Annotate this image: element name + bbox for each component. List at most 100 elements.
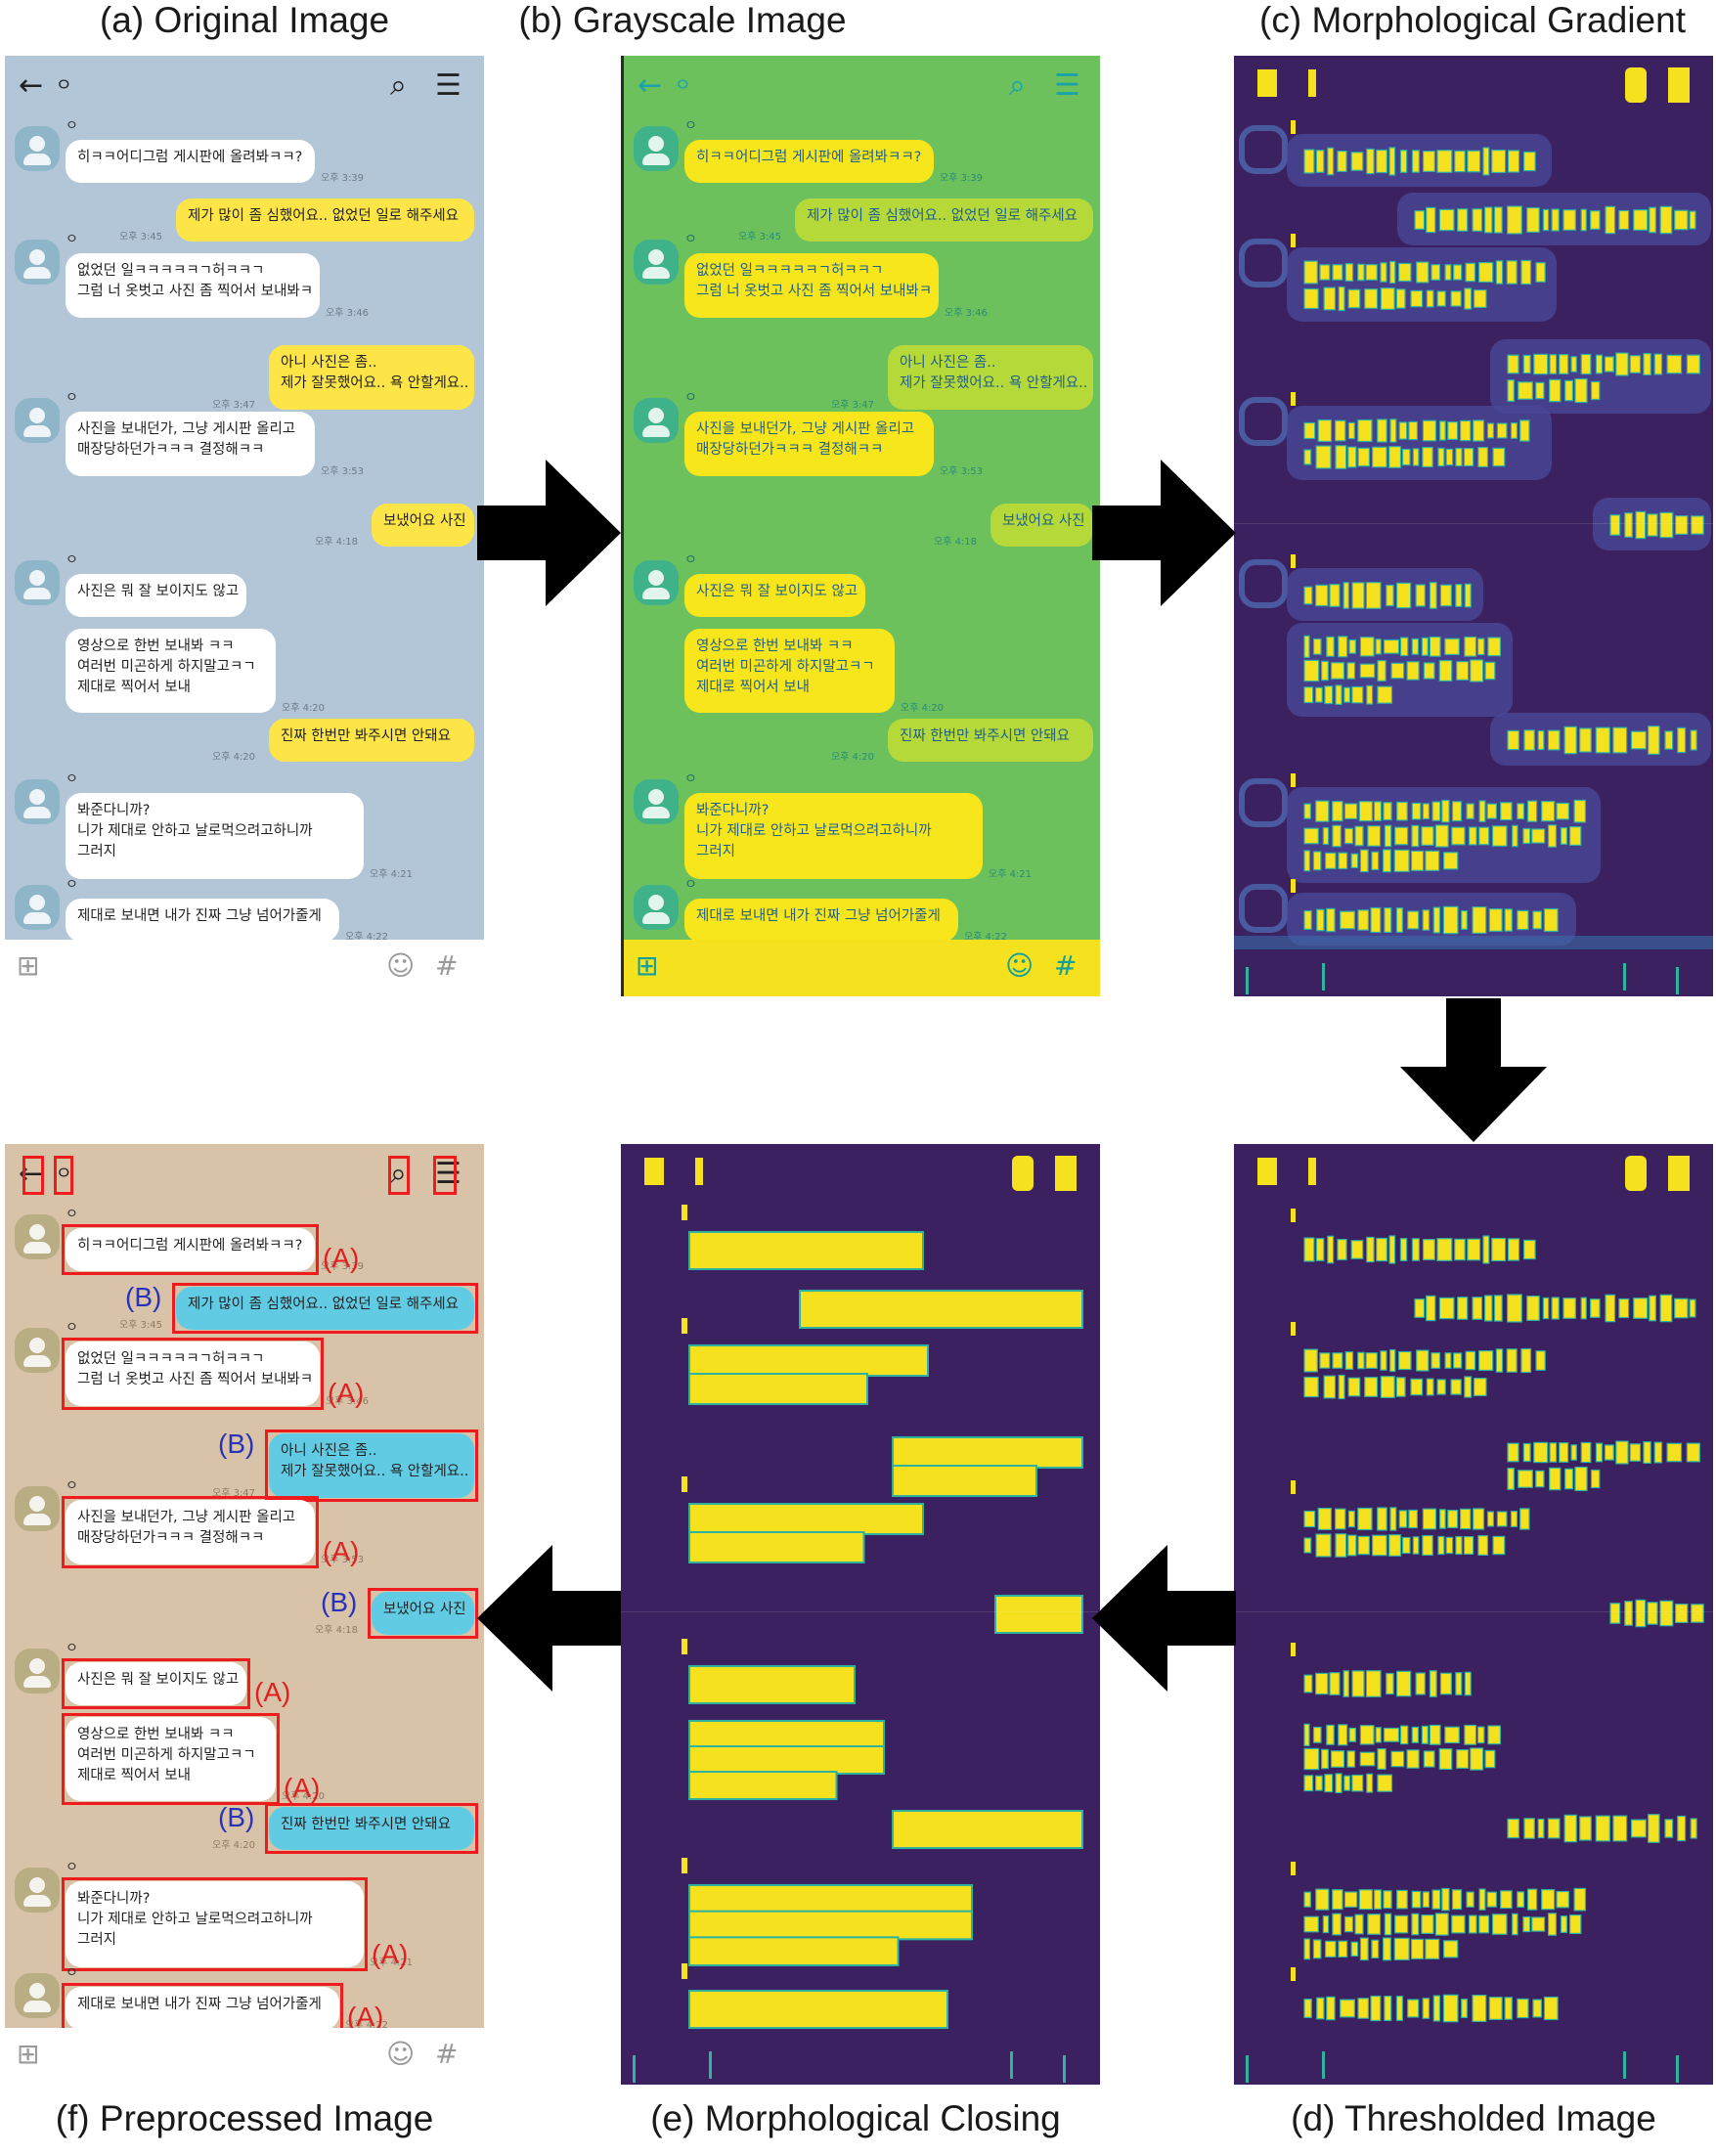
text-glyph-bar — [1526, 800, 1538, 822]
text-glyph-bar — [1397, 1350, 1412, 1371]
text-glyph-bar — [1338, 286, 1345, 312]
text-glyph-bar — [1635, 510, 1647, 540]
message-time: 오후 4:20 — [212, 752, 256, 763]
emoji-icon[interactable]: ☺ — [386, 949, 416, 982]
text-glyph-bar — [1560, 1915, 1568, 1933]
text-glyph-bar — [1346, 1750, 1356, 1768]
text-glyph-bar — [1459, 1508, 1472, 1530]
text-glyph-bar — [1380, 1350, 1387, 1371]
text-glyph-bar — [1580, 353, 1592, 375]
hash-icon[interactable]: # — [435, 2038, 459, 2070]
hash-icon[interactable]: # — [1054, 949, 1078, 982]
text-glyph-bar — [1411, 150, 1420, 173]
text-glyph-bar — [1432, 906, 1441, 934]
back-arrow-icon[interactable]: ← — [638, 68, 663, 103]
text-glyph-bar — [1411, 1913, 1420, 1936]
text-glyph-bar — [1570, 1444, 1577, 1461]
search-icon[interactable]: ⌕ — [390, 1157, 407, 1191]
text-glyph-bar — [1415, 584, 1426, 607]
text-glyph-bar — [1429, 582, 1437, 609]
hash-icon[interactable]: # — [435, 949, 459, 982]
text-glyph-bar — [1330, 1750, 1345, 1768]
text-glyph-bar — [1456, 1749, 1470, 1769]
text-glyph-bar — [1482, 1235, 1490, 1264]
text-glyph-bar — [1612, 1815, 1628, 1842]
closed-text-block — [892, 1465, 1037, 1497]
menu-icon[interactable]: ☰ — [1054, 68, 1080, 103]
message-time: 오후 3:53 — [940, 466, 984, 477]
detected-bubble-box — [172, 1283, 478, 1334]
text-glyph-bar — [1312, 1726, 1322, 1743]
sender-mark — [682, 1858, 687, 1873]
detected-icon-box — [54, 1156, 73, 1195]
text-glyph-bar — [1549, 378, 1562, 403]
text-glyph-bar — [1380, 287, 1395, 310]
search-icon[interactable]: ⌕ — [1009, 68, 1026, 103]
plus-icon[interactable]: ⊞ — [17, 2038, 40, 2070]
text-glyph-bar — [1609, 1603, 1621, 1624]
text-glyph-bar — [1512, 1913, 1518, 1936]
text-glyph-bar — [1542, 1297, 1550, 1320]
text-glyph-bar — [1510, 422, 1518, 439]
title-blob — [1308, 1158, 1316, 1185]
text-glyph-bar — [1519, 1508, 1530, 1530]
text-glyph-bar — [1549, 354, 1558, 374]
text-glyph-bar — [1386, 584, 1394, 607]
sender-mark — [1291, 1322, 1296, 1336]
text-glyph-bar — [1375, 638, 1382, 655]
message-time: 오후 4:20 — [831, 752, 875, 763]
closed-text-block — [688, 1344, 929, 1377]
outgoing-message: 진짜 한번만 봐주시면 안돼요 — [269, 1807, 474, 1850]
message-time: 오후 3:39 — [321, 173, 365, 184]
plus-icon[interactable]: ⊞ — [636, 949, 659, 982]
text-glyph-bar — [1444, 1726, 1460, 1744]
text-glyph-bar — [1384, 1913, 1392, 1936]
text-glyph-bar — [1395, 288, 1406, 309]
emoji-icon[interactable]: ☺ — [1005, 949, 1034, 982]
back-arrow-icon[interactable]: ← — [19, 68, 44, 103]
text-glyph-bar — [1332, 1352, 1343, 1369]
text-glyph-bar — [1542, 208, 1550, 232]
text-glyph-bar — [1439, 1509, 1446, 1529]
text-glyph-bar — [1579, 1816, 1592, 1841]
menu-icon[interactable]: ☰ — [435, 68, 462, 103]
text-glyph-bar — [1338, 1724, 1348, 1746]
text-glyph-bar — [1351, 685, 1364, 704]
text-glyph-bar — [1491, 1237, 1507, 1262]
sender-mark — [1291, 120, 1296, 134]
panel-seam — [1234, 523, 1713, 524]
text-glyph-bar — [1564, 1468, 1574, 1490]
detected-icon-box — [433, 1156, 457, 1195]
text-glyph-bar — [1595, 1815, 1610, 1842]
text-glyph-bar — [1689, 210, 1696, 230]
text-glyph-bar — [1568, 1914, 1582, 1934]
text-glyph-bar — [1605, 205, 1616, 235]
text-glyph-bar — [1422, 446, 1433, 468]
text-glyph-bar — [1441, 1887, 1450, 1912]
sender-name: ㅇ — [66, 118, 78, 134]
text-glyph-bar — [1442, 1994, 1459, 2023]
text-glyph-bar — [1549, 1442, 1558, 1463]
text-glyph-bar — [1686, 1442, 1700, 1463]
menu-icon[interactable]: ☰ — [435, 1157, 462, 1191]
text-glyph-bar — [1618, 209, 1630, 231]
plus-icon[interactable]: ⊞ — [17, 949, 40, 982]
text-glyph-bar — [1454, 1238, 1466, 1261]
emoji-icon[interactable]: ☺ — [386, 2038, 416, 2070]
text-glyph-bar — [1389, 260, 1396, 285]
text-glyph-bar — [1653, 353, 1663, 375]
detected-bubble-box — [62, 1224, 319, 1275]
message-time: 오후 4:20 — [901, 703, 945, 714]
text-glyph-bar — [1395, 907, 1403, 933]
text-glyph-bar — [1677, 1815, 1687, 1842]
text-glyph-bar — [1416, 261, 1430, 284]
search-blob — [1625, 67, 1647, 103]
text-glyph-bar — [1375, 1727, 1382, 1743]
search-icon[interactable]: ⌕ — [390, 68, 407, 103]
avatar-outline — [1239, 397, 1288, 446]
text-glyph-bar — [1414, 1298, 1426, 1318]
text-glyph-bar — [1364, 288, 1379, 309]
text-glyph-bar — [1429, 636, 1441, 657]
text-glyph-bar — [1380, 262, 1387, 283]
text-glyph-bar — [1332, 824, 1342, 848]
